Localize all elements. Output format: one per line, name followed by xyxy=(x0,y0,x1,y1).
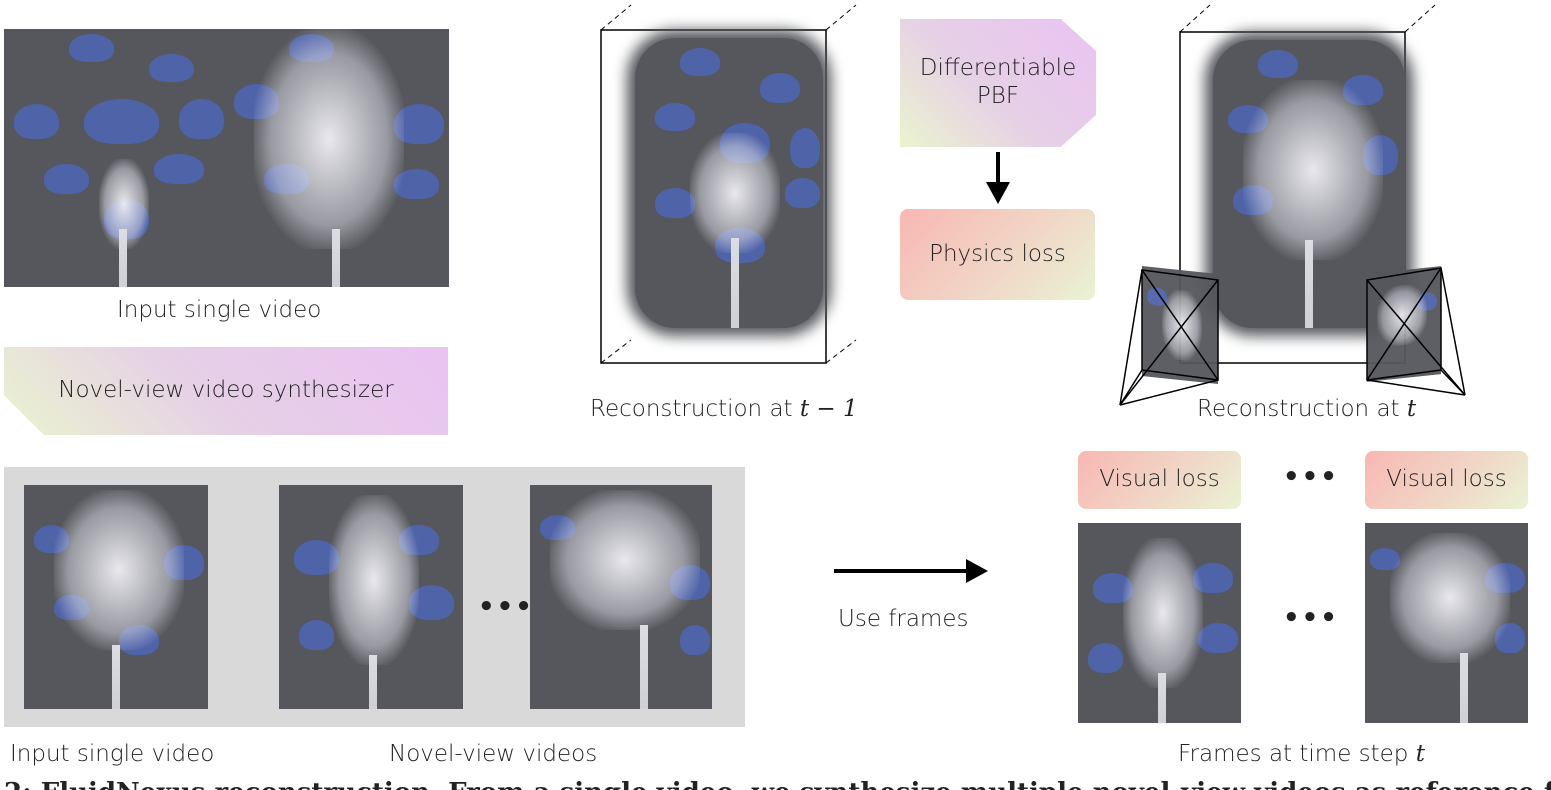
input-video-bottom-label: Input single video xyxy=(10,741,215,767)
frames-at-t-label: Frames at time step t xyxy=(1178,741,1425,767)
ellipsis-frames: ••• xyxy=(1283,603,1339,633)
reconstruction-prev-label: Reconstruction at t − 1 xyxy=(590,396,858,422)
frames-at-t-text: Frames at time step xyxy=(1178,741,1416,767)
reconstruction-prev-render xyxy=(635,38,823,328)
visual-loss-label-2: Visual loss xyxy=(1386,466,1507,493)
use-frames-arrow-icon xyxy=(834,559,988,583)
ellipsis-videos: ••• xyxy=(478,592,534,622)
novel-view-synthesizer-label: Novel-view video synthesizer xyxy=(58,377,394,404)
input-video-frames xyxy=(4,29,449,287)
time-variable-frames: t xyxy=(1415,741,1425,767)
frame-thumbnail-2 xyxy=(1365,523,1528,723)
novel-view-videos-label: Novel-view videos xyxy=(389,741,598,767)
reconstruction-cur-volume xyxy=(1179,4,1436,364)
differentiable-pbf-box xyxy=(900,19,1096,147)
visual-loss-label-1: Visual loss xyxy=(1099,466,1220,493)
physics-loss-box xyxy=(900,209,1095,300)
figure-caption: 2: FluidNexus reconstruction. From a sin… xyxy=(4,778,1551,790)
reconstruction-cur-label: Reconstruction at t xyxy=(1197,396,1416,422)
differentiable-pbf-label: Differentiable PBF xyxy=(919,55,1077,109)
visual-loss-box-1 xyxy=(1078,451,1241,509)
reconstruction-cur-text: Reconstruction at xyxy=(1197,396,1407,422)
physics-loss-label: Physics loss xyxy=(929,240,1066,267)
input-video-thumbnail xyxy=(24,485,208,709)
frame-thumbnail-1 xyxy=(1078,523,1241,723)
reconstruction-cur-render xyxy=(1213,40,1405,328)
camera-frustums xyxy=(1119,267,1466,406)
novel-view-synthesizer-box xyxy=(4,347,448,435)
ellipsis-losses: ••• xyxy=(1283,462,1339,492)
time-variable-cur: t xyxy=(1406,396,1417,422)
visual-loss-box-2 xyxy=(1365,451,1528,509)
input-video-label: Input single video xyxy=(117,297,322,323)
use-frames-label: Use frames xyxy=(838,606,969,632)
novel-view-video-thumbnail-2 xyxy=(530,485,712,709)
reconstruction-prev-volume xyxy=(600,4,857,364)
arrow-down-icon xyxy=(986,152,1010,204)
reconstruction-prev-text: Reconstruction at xyxy=(590,396,800,422)
time-variable-prev: t − 1 xyxy=(799,396,858,422)
novel-view-video-thumbnail-1 xyxy=(279,485,463,709)
